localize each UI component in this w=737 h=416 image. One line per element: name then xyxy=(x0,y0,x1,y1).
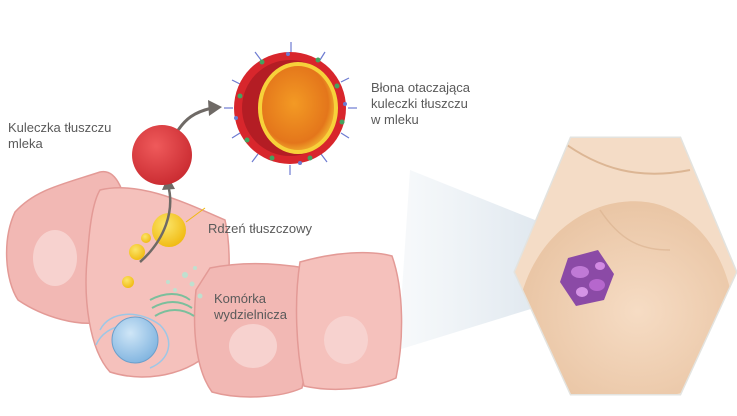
tissue-sample-icon xyxy=(560,250,614,306)
fat-droplet xyxy=(129,244,145,260)
cell-nucleus xyxy=(229,324,277,368)
globule-membrane-cross-section xyxy=(224,42,357,175)
milk-fat-globule xyxy=(132,125,192,185)
cell-nucleus xyxy=(324,316,368,364)
breast-inset xyxy=(513,136,737,396)
cell-nucleus xyxy=(33,230,77,286)
golgi-apparatus xyxy=(149,293,195,317)
fat-droplet xyxy=(122,276,134,288)
label-secretory-cell: Komórka wydzielnicza xyxy=(214,291,287,322)
label-membrane: Błona otaczająca kuleczki tłuszczu w mle… xyxy=(371,80,471,127)
cell-layer xyxy=(5,171,403,398)
vesicles xyxy=(166,266,203,299)
label-fat-core: Rdzeń tłuszczowy xyxy=(208,221,313,236)
fat-core-section xyxy=(260,64,336,152)
fat-core-leader xyxy=(185,207,206,223)
fat-droplet xyxy=(141,233,151,243)
secretory-cell-nucleus xyxy=(111,316,159,364)
zoom-beam xyxy=(398,170,560,350)
label-milk-fat-globule: Kuleczka tłuszczu mleka xyxy=(8,120,112,151)
